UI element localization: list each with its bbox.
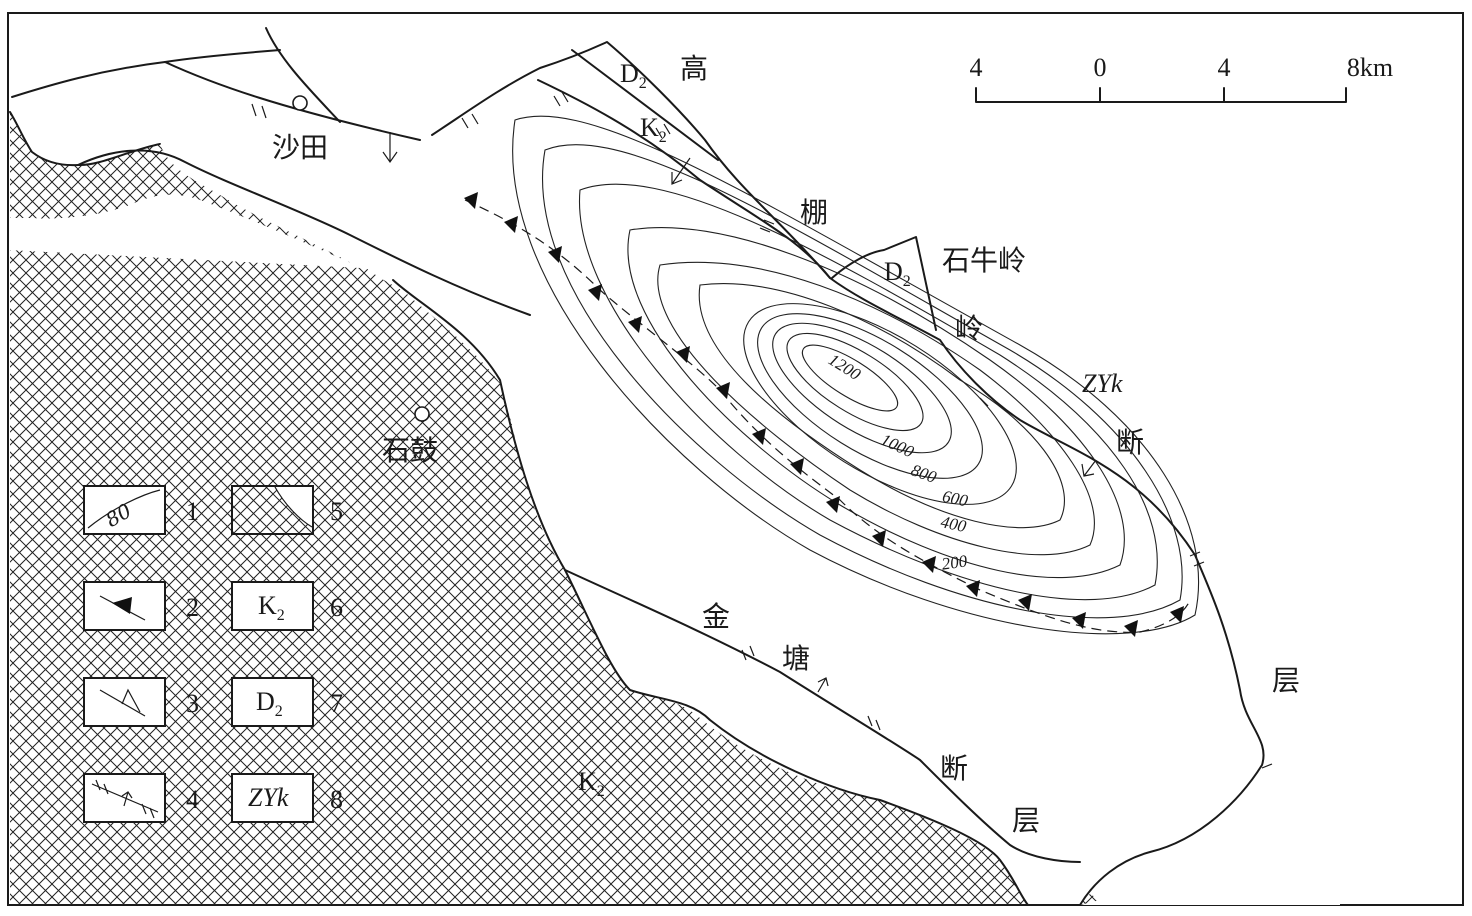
- thrust-triangle: [872, 530, 886, 547]
- shigu-marker: [414, 406, 430, 422]
- thrust-triangle: [826, 496, 840, 513]
- thrust-triangle: [548, 246, 562, 263]
- scale-tick-4-right: 4: [1218, 53, 1231, 82]
- svg-text:3: 3: [186, 689, 199, 718]
- thrust-triangle: [716, 382, 730, 399]
- boundary-lines: [11, 27, 1265, 906]
- legend-item-1: 80 1: [83, 485, 199, 535]
- scale-tick-8km: 8km: [1347, 53, 1393, 82]
- shatian-marker: [292, 95, 308, 111]
- gaopeng-char-3: 岭: [955, 312, 983, 345]
- jintang-char-4: 层: [1012, 804, 1040, 837]
- thrust-triangle: [1170, 606, 1184, 623]
- legend-item-8: ZYk 8: [231, 773, 343, 823]
- shatian-fault: [11, 61, 421, 141]
- contour-label-400: 400: [939, 512, 968, 536]
- gaopeng-char-1: 高: [680, 52, 708, 85]
- place-shiniuling: 石牛岭: [942, 244, 1026, 277]
- scale-bar: 4 0 4 8km: [970, 53, 1393, 103]
- thrust-triangle: [790, 458, 804, 475]
- contour-1200: [801, 344, 899, 412]
- contour-600: [657, 261, 1095, 556]
- jintang-fault: [564, 569, 1081, 863]
- thrust-triangles: [464, 192, 1184, 637]
- thrust-triangle: [464, 192, 478, 209]
- scale-tick-4-left: 4: [970, 53, 983, 82]
- place-shatian: 沙田: [272, 131, 328, 164]
- svg-text:6: 6: [330, 593, 343, 622]
- legend-item-6: K2 6: [231, 581, 343, 631]
- jintang-char-1: 金: [702, 600, 730, 633]
- unit-k2-south: K2: [578, 767, 605, 800]
- legend-item-2: 2: [83, 581, 199, 631]
- hatched-area-northwest: [10, 112, 360, 268]
- svg-text:2: 2: [186, 593, 199, 622]
- thrust-triangle: [922, 556, 936, 573]
- shatian-branch: [265, 27, 341, 123]
- contour-400: [579, 183, 1158, 601]
- shiniuling-d2-block: [831, 236, 937, 331]
- hatched-area-southwest: [10, 250, 1028, 905]
- thrust-triangle: [628, 316, 642, 333]
- legend: 80 1 2 3 4 5 K2: [83, 485, 343, 823]
- gaopeng-ling-fault: [431, 41, 1265, 906]
- unit-d2-shiniuling: D2: [884, 257, 911, 290]
- contour-label-600: 600: [941, 487, 970, 511]
- place-shigu: 石鼓: [382, 434, 438, 467]
- svg-text:D2: D2: [256, 687, 283, 720]
- unit-k2-north: K2: [640, 113, 667, 146]
- northwest-boundary: [77, 149, 531, 316]
- svg-text:1: 1: [186, 497, 199, 526]
- gaopeng-char-2: 棚: [800, 196, 828, 229]
- contour-200: [512, 115, 1200, 635]
- zyk-fault-char-1: 断: [1116, 426, 1144, 459]
- jintang-char-3: 断: [940, 752, 968, 785]
- thrust-triangle: [504, 216, 518, 233]
- legend-item-7: D2 7: [231, 677, 343, 727]
- thrust-triangle: [1124, 620, 1138, 637]
- scale-tick-0: 0: [1094, 53, 1107, 82]
- fault-tick-marks: [251, 91, 1273, 769]
- dip-arrows: [382, 132, 1097, 693]
- unit-zyk: ZYk: [1082, 369, 1123, 398]
- legend-item-5: 5: [231, 485, 343, 535]
- unit-d2-north: D2: [620, 59, 647, 92]
- svg-text:4: 4: [186, 785, 199, 814]
- contour-800: [743, 303, 1017, 505]
- contour-1000: [772, 322, 952, 454]
- svg-text:ZYk: ZYk: [248, 783, 289, 812]
- thrust-triangle: [1072, 612, 1086, 629]
- thrust-triangle: [1018, 594, 1032, 611]
- thrust-triangle: [966, 580, 980, 597]
- svg-text:K2: K2: [258, 591, 285, 624]
- inner-fault-1: [571, 49, 719, 161]
- thrust-triangle: [752, 428, 766, 445]
- jintang-char-2: 塘: [782, 642, 810, 675]
- legend-item-4: 4: [83, 773, 199, 823]
- svg-text:7: 7: [330, 689, 343, 718]
- contour-label-200: 200: [940, 551, 968, 573]
- legend-item-3: 3: [83, 677, 199, 727]
- thrust-triangle: [588, 284, 602, 301]
- thrust-triangle: [676, 346, 690, 363]
- inner-fault-2: [537, 79, 831, 279]
- zyk-fault-char-2: 层: [1272, 664, 1300, 697]
- central-block-west: [392, 279, 1029, 906]
- svg-text:5: 5: [330, 497, 343, 526]
- svg-text:8: 8: [330, 785, 343, 814]
